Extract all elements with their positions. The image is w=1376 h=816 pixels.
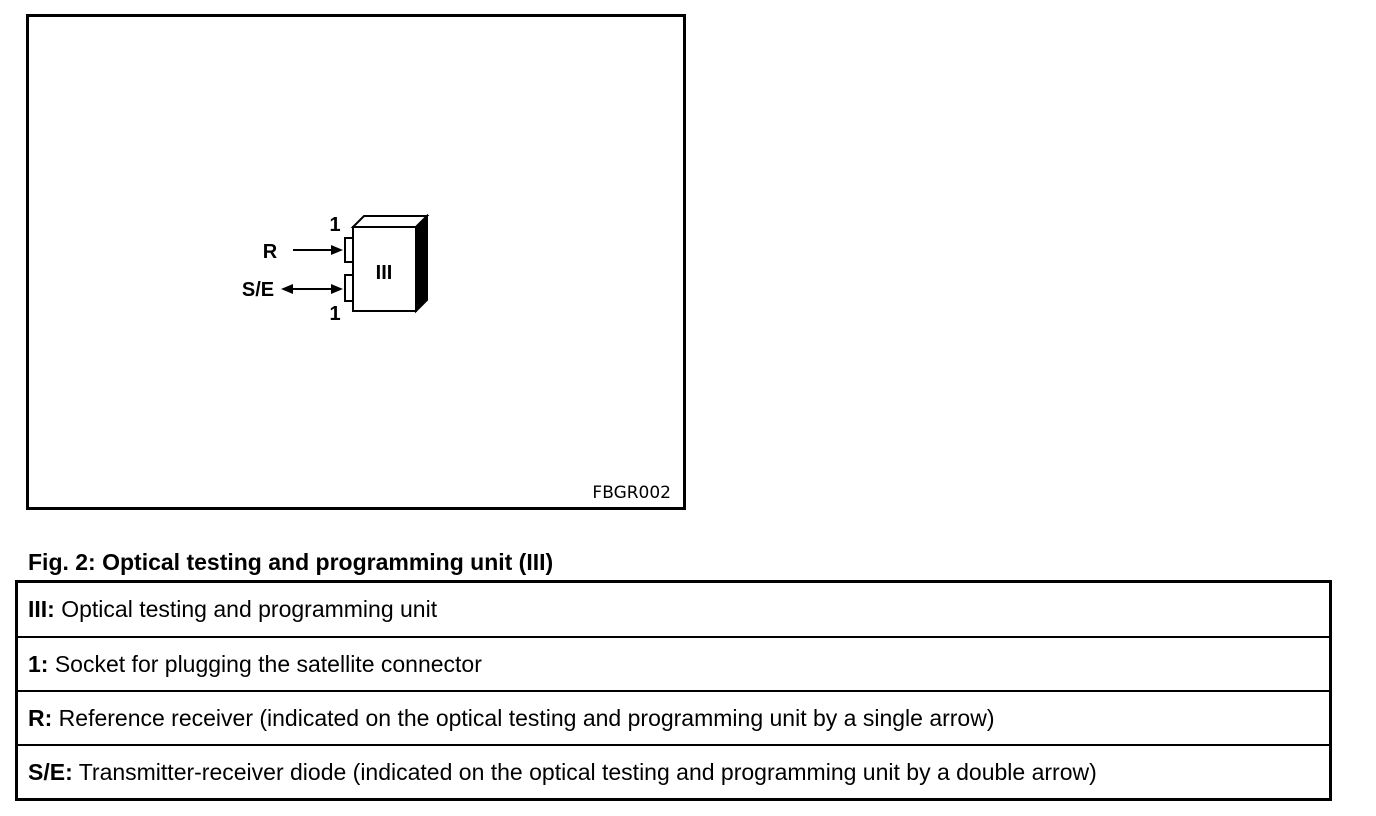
legend-description: Socket for plugging the satellite connec… bbox=[48, 650, 482, 677]
figure-code: FBGR002 bbox=[592, 483, 671, 503]
unit-label: III bbox=[376, 262, 393, 284]
socket-receiver bbox=[344, 237, 354, 263]
legend-description: Reference receiver (indicated on the opt… bbox=[52, 704, 995, 731]
legend-term: III: bbox=[28, 596, 55, 622]
transceiver-label: S/E bbox=[242, 279, 274, 301]
transceiver-arrow-head-right bbox=[331, 284, 343, 294]
unit-front-face bbox=[352, 226, 417, 312]
unit-diagram: III 1 1 R S/E bbox=[242, 213, 430, 325]
legend-cell: S/E: Transmitter-receiver diode (indicat… bbox=[16, 744, 1331, 800]
socket-label-bottom: 1 bbox=[329, 303, 340, 325]
unit-top-face bbox=[350, 215, 430, 228]
legend-description: Optical testing and programming unit bbox=[54, 596, 438, 622]
legend-row: 1: Socket for plugging the satellite con… bbox=[16, 636, 1331, 691]
legend-cell: III: Optical testing and programming uni… bbox=[17, 582, 1331, 638]
legend-term: 1: bbox=[28, 650, 49, 677]
transceiver-arrow-head-left bbox=[281, 284, 293, 294]
legend-cell: 1: Socket for plugging the satellite con… bbox=[16, 636, 1331, 691]
legend-row: III: Optical testing and programming uni… bbox=[17, 582, 1331, 638]
legend-table: III: Optical testing and programming uni… bbox=[15, 580, 1332, 801]
socket-label-top: 1 bbox=[329, 214, 340, 236]
socket-transceiver bbox=[344, 274, 354, 302]
legend-term: S/E: bbox=[28, 758, 73, 785]
legend-description: Transmitter-receiver diode (indicated on… bbox=[72, 758, 1097, 785]
receiver-label: R bbox=[263, 241, 278, 263]
figure-frame: III 1 1 R S/E FBGR002 bbox=[26, 14, 686, 510]
legend-cell: R: Reference receiver (indicated on the … bbox=[16, 690, 1331, 745]
unit-side-face bbox=[415, 213, 428, 314]
legend-term: R: bbox=[28, 704, 53, 731]
receiver-arrow-head bbox=[331, 245, 343, 255]
figure-caption: Fig. 2: Optical testing and programming … bbox=[28, 549, 554, 575]
legend-row: S/E: Transmitter-receiver diode (indicat… bbox=[16, 744, 1331, 800]
legend-row: R: Reference receiver (indicated on the … bbox=[16, 690, 1331, 745]
